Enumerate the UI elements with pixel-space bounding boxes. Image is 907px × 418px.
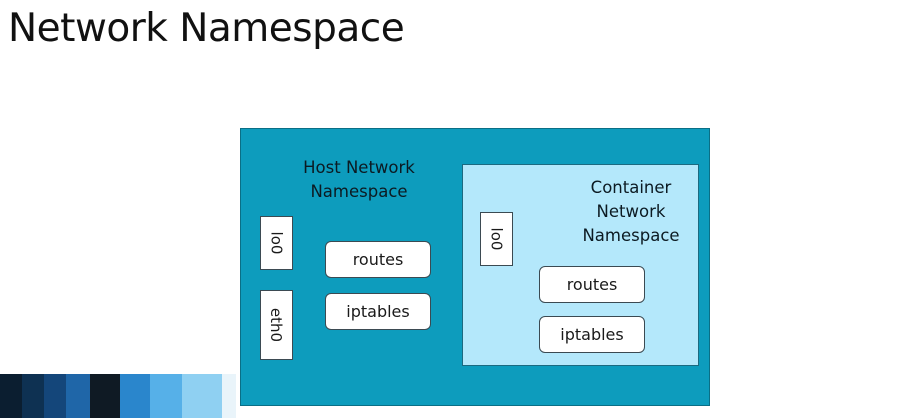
container-lo0-label: lo0 xyxy=(487,227,506,251)
container-lo0-interface: lo0 xyxy=(480,212,513,266)
host-lo0-interface: lo0 xyxy=(260,216,293,270)
host-namespace-label: Host Network Namespace xyxy=(303,158,415,201)
host-routes-label: routes xyxy=(352,250,404,269)
container-routes-label: routes xyxy=(566,275,618,294)
host-iptables-box: iptables xyxy=(325,293,431,330)
container-namespace-label: Container Network Namespace xyxy=(582,178,680,245)
page-title: Network Namespace xyxy=(8,6,405,51)
host-lo0-label: lo0 xyxy=(267,231,286,255)
host-routes-box: routes xyxy=(325,241,431,278)
host-iptables-label: iptables xyxy=(346,302,410,321)
host-eth0-interface: eth0 xyxy=(260,290,293,360)
container-iptables-box: iptables xyxy=(539,316,645,353)
container-routes-box: routes xyxy=(539,266,645,303)
pixelated-video-overlay xyxy=(0,374,236,418)
container-iptables-label: iptables xyxy=(560,325,624,344)
host-eth0-label: eth0 xyxy=(267,307,286,343)
